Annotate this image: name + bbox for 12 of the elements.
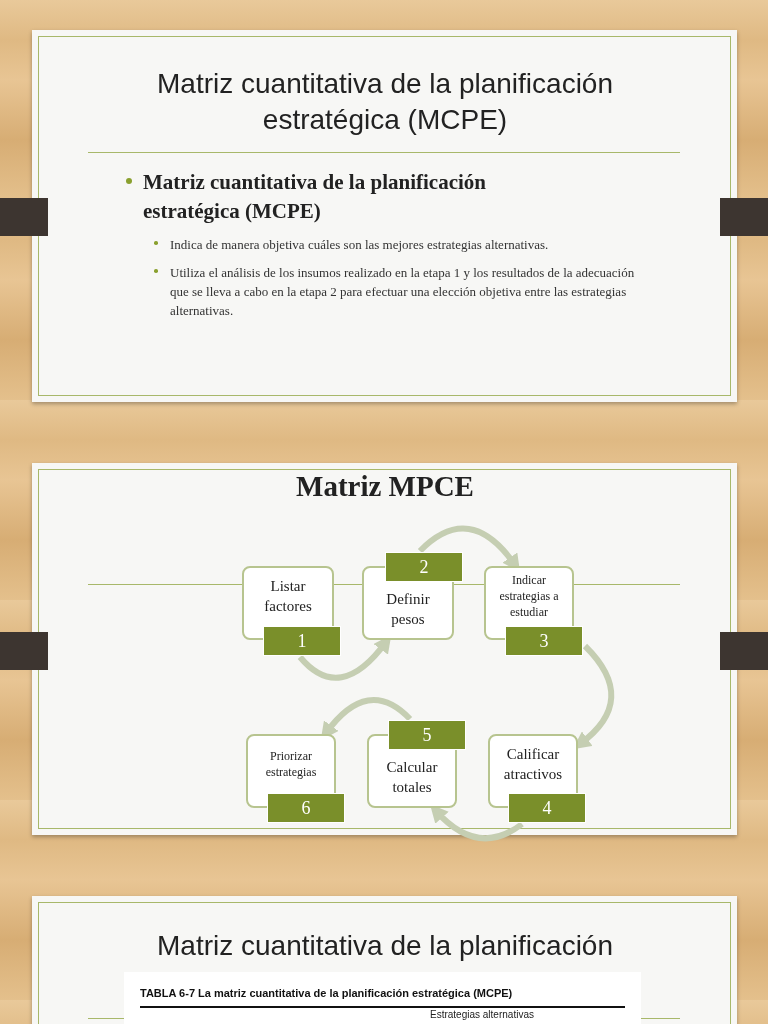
column-header: Estrategias alternativas bbox=[430, 1009, 535, 1020]
bullet-text: Indica de manera objetiva cuáles son las mejores estrategias alternativas. bbox=[170, 237, 550, 253]
number-badge: 6 bbox=[267, 793, 345, 823]
number-badge: 4 bbox=[508, 793, 586, 823]
slide-title: Matriz cuantitativa de la planificación bbox=[156, 929, 614, 963]
number-badge: 5 bbox=[388, 720, 466, 750]
slide-title: Matriz MPCE bbox=[295, 470, 475, 503]
table-caption: TABLA 6-7 La matriz cuantitativa de la planificación estratégica (MCPE) bbox=[140, 987, 514, 999]
slide-title: Matriz cuantitativa de la planificación estratégica (MCPE) bbox=[156, 67, 614, 138]
bullet-text: Utiliza el análisis de los insumos realizado en la etapa 1 y los resultados de la adecuación que se lleva a cabo en la etapa 2 para efectuar una elección objetiva entre las estrategias alternativas. bbox=[170, 264, 636, 320]
bullet-heading: Matriz cuantitativa de la planificación estratégica (MCPE) bbox=[143, 169, 487, 226]
number-badge: 2 bbox=[385, 552, 463, 582]
